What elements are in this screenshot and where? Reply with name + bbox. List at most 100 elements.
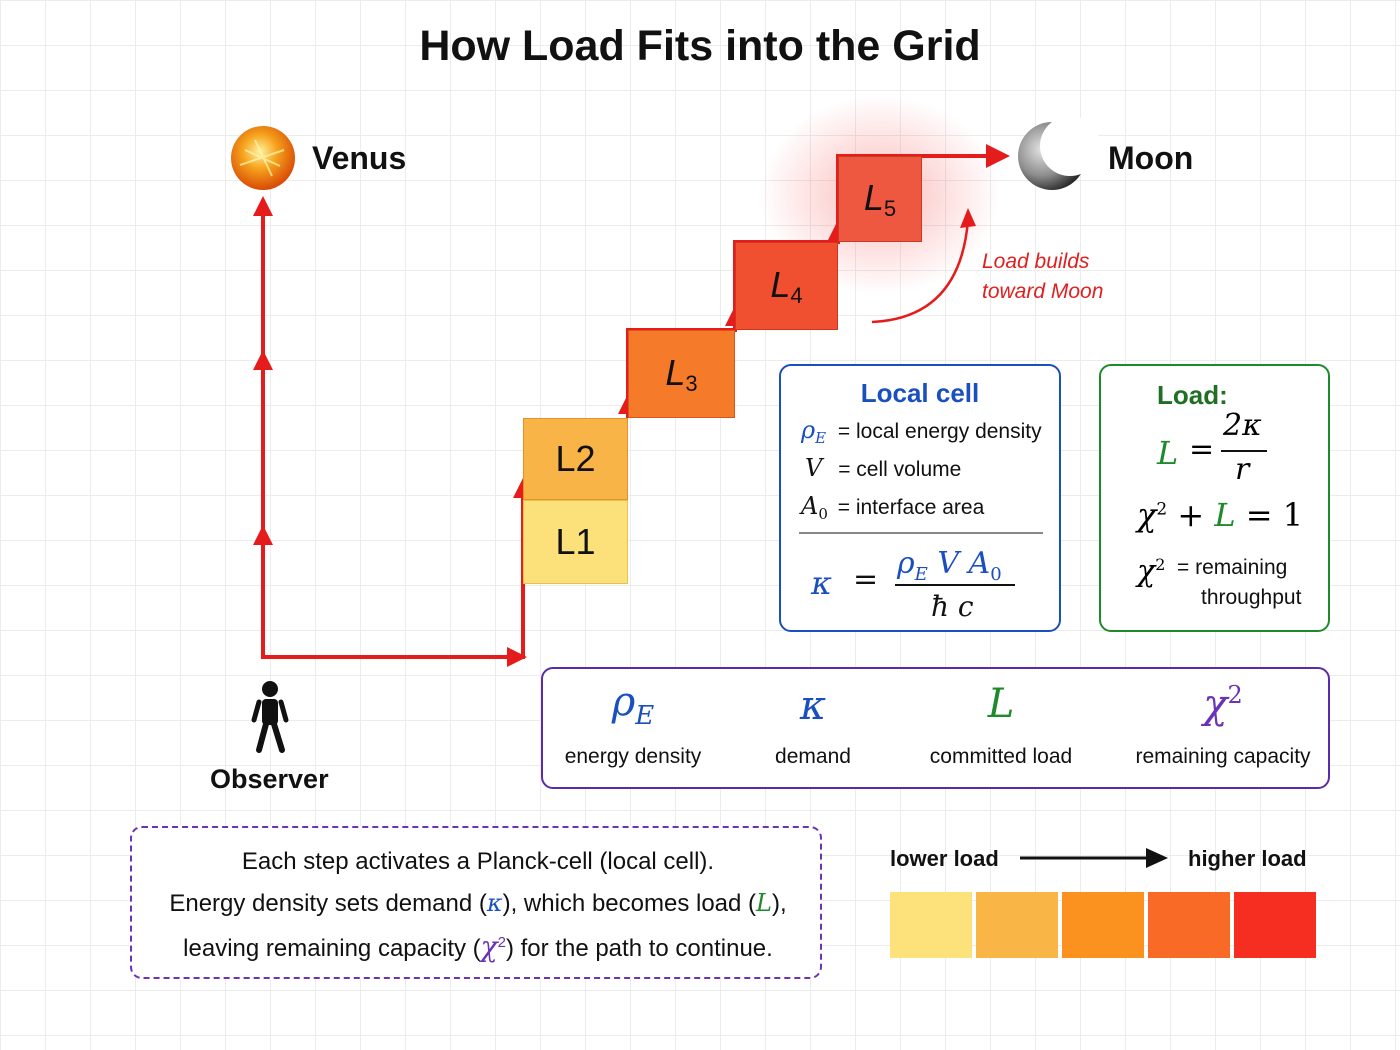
legend-arrowhead [1146,848,1168,868]
load-eq3-chi: χ2 [1137,554,1165,589]
local-cell-heading: Local cell [860,378,980,408]
chain-label-committed: committed load [929,745,1073,768]
step-l3-label: L [665,351,686,393]
def-rho-symbol: ρ [801,416,816,444]
note-line-1: Each step activates a Planck-cell (local… [241,848,715,875]
load-eq1-num-text: 2κ [1223,408,1262,443]
annotation-line-2: toward Moon [982,280,1104,303]
load-eq1-num: 2κ [1223,408,1262,443]
note-line-2: Energy density sets demand (κ), which be… [132,889,824,918]
chain-symbol-kappa: κ [799,683,827,729]
def-a-text: = interface area [837,496,985,519]
page-title: How Load Fits into the Grid [419,22,981,70]
step-l5-sub: 5 [883,195,897,221]
num-a: A [968,546,991,581]
chain-box: ρE energy density κ demand L committed l… [541,667,1330,789]
note-line3-a: leaving remaining capacity ( [183,935,481,962]
def-rho-text: = local energy density [837,420,1042,443]
def-a-sub: 0 [818,505,828,524]
annotation-arrowhead [960,208,976,228]
def-rho: ρE = local energy density [801,416,1042,447]
step-l4-sub: 4 [790,282,803,308]
local-cell-box: Local cell ρE = local energy density V =… [779,364,1061,632]
kappa-numerator: ρE V A0 [897,546,1002,585]
num-rho: ρ [897,546,915,581]
note-line2-a: Energy density sets demand ( [169,890,487,917]
note-line-3: leaving remaining capacity (χ2) for the … [132,930,824,963]
chain-label-remaining: remaining capacity [1135,745,1311,768]
chain-symbol-chi: χ2 [1163,681,1283,727]
step-l3: L3 [628,330,735,418]
kappa-lhs: κ [811,564,832,602]
load-eq3-text2: throughput [1201,586,1302,609]
chain-label-energy: energy density [564,745,702,768]
load-eq1-bar [1221,450,1267,452]
num-v: V [937,546,959,581]
eq2-L: L [1214,496,1236,534]
step-l3-sub: 3 [685,370,698,396]
annotation-curve [871,219,970,324]
load-box: Load: L = 2κ r χ2 + L = 1 χ2 = remaining… [1099,364,1330,632]
eq2-plus: + [1177,496,1205,534]
legend-swatch-4 [1148,892,1230,958]
observer-label: Observer [210,764,329,794]
def-v-symbol: V [805,454,823,482]
step-l2: L2 [523,418,628,500]
step-l4: L4 [735,242,838,330]
annotation-text: Load builds toward Moon [982,247,1103,307]
load-eq1-lhs: L [1157,434,1179,472]
note-kappa: κ [486,889,503,917]
moon-icon [1018,116,1100,190]
def-rho-sub: E [815,429,827,448]
chain-label-demand: demand [775,745,851,768]
load-heading: Load: [1157,380,1228,410]
note-line2-c: ), [771,890,787,917]
kappa-fraction-bar [895,584,1015,586]
chain-chi: χ [1203,681,1228,728]
load-eq2: χ2 + L = 1 [1137,496,1303,534]
chain-rho-sub: E [635,701,655,731]
legend-high-label: higher load [1188,846,1307,871]
num-rho-sub: E [914,564,928,585]
chain-chi-sup: 2 [1227,681,1243,709]
local-cell-divider [799,532,1043,534]
step-l1-label: L1 [555,521,596,562]
def-v-text: = cell volume [838,458,962,481]
step-l2-label: L2 [555,438,596,479]
kappa-eq: = [853,562,879,597]
legend-swatch-2 [976,892,1058,958]
note-chi-exp: 2 [497,934,506,951]
moon-label: Moon [1108,140,1194,176]
step-l4-label: L [770,263,791,305]
arrowhead-venus [253,196,273,216]
legend-swatch-5 [1234,892,1316,958]
arrowhead-right-bottom [507,647,527,667]
def-a: A0 = interface area [801,492,984,523]
eq2-chi: χ [1137,496,1157,534]
chain-symbol-rho: ρE [573,679,693,731]
eq2-exp: 2 [1156,499,1168,520]
eq2-eq: = [1245,496,1273,534]
arrowhead-moon [986,144,1010,168]
chain-symbol-L: L [987,681,1015,727]
note-L: L [756,889,772,917]
arrowhead-up-2 [253,525,273,545]
step-l5-label: L [863,176,884,218]
load-eq1-den: r [1235,452,1250,487]
eq2-one: 1 [1282,496,1304,534]
legend-swatch-3 [1062,892,1144,958]
annotation-line-1: Load builds [982,250,1090,273]
eq3-exp: 2 [1155,555,1166,574]
chain-rho: ρ [611,679,636,725]
kappa-denominator: ħ c [931,590,974,623]
note-line3-b: ) for the path to continue. [505,935,773,962]
venus-label: Venus [312,140,407,176]
num-a-sub: 0 [990,564,1002,585]
legend-low-label: lower load [890,846,999,871]
load-eq1-eq: = [1189,432,1215,467]
load-eq3-text1: = remaining [1177,556,1288,579]
def-v: V = cell volume [805,454,961,482]
note-chi: χ [480,930,498,963]
note-box: Each step activates a Planck-cell (local… [130,826,822,979]
